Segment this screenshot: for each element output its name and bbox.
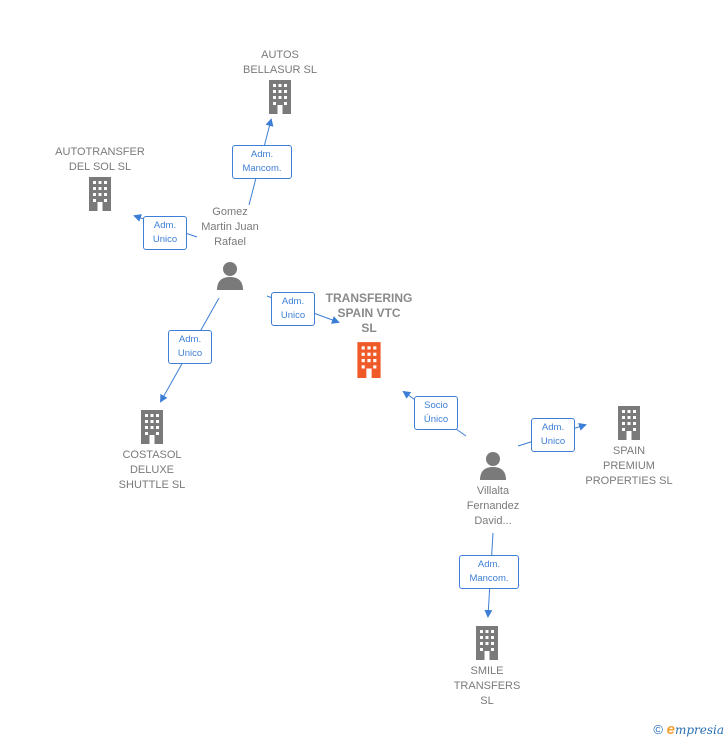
node-label: Villalta Fernandez David... bbox=[466, 485, 520, 527]
node-villalta[interactable]: Villalta Fernandez David... bbox=[443, 450, 543, 529]
building-icon bbox=[89, 177, 111, 211]
building-icon bbox=[141, 410, 163, 444]
node-autos-bellasur[interactable]: AUTOS BELLASUR SL bbox=[228, 48, 332, 114]
edge-label-adm-unico: Adm. Unico bbox=[143, 216, 187, 250]
node-costasol[interactable]: COSTASOL DELUXE SHUTTLE SL bbox=[100, 408, 204, 493]
node-label: COSTASOL DELUXE SHUTTLE SL bbox=[118, 449, 186, 491]
brand-logo-initial: e bbox=[666, 721, 675, 738]
edge-label-adm-unico: Adm. Unico bbox=[168, 330, 212, 364]
node-smile-transfers[interactable]: SMILE TRANSFERS SL bbox=[437, 624, 537, 709]
building-icon bbox=[618, 406, 640, 440]
node-label: Gomez Martin Juan Rafael bbox=[201, 206, 259, 248]
node-label: SMILE TRANSFERS SL bbox=[453, 665, 521, 707]
edge-label-socio-unico: Socio Único bbox=[414, 396, 458, 430]
node-gomez[interactable]: Gomez Martin Juan Rafael bbox=[180, 205, 280, 290]
person-icon bbox=[480, 452, 506, 480]
brand-logo-text: mpresia bbox=[674, 723, 724, 737]
edge-label-adm-mancom: Adm. Mancom. bbox=[232, 145, 292, 179]
node-transfering-spain-vtc[interactable]: TRANSFERING SPAIN VTC SL bbox=[314, 291, 424, 378]
node-label: AUTOS BELLASUR SL bbox=[243, 49, 317, 76]
copyright-footer: © empresia bbox=[653, 721, 724, 738]
node-spain-premium[interactable]: SPAIN PREMIUM PROPERTIES SL bbox=[574, 404, 684, 489]
node-label: AUTOTRANSFER DEL SOL SL bbox=[55, 146, 145, 173]
node-autotransfer[interactable]: AUTOTRANSFER DEL SOL SL bbox=[46, 145, 154, 211]
building-icon bbox=[269, 80, 291, 114]
edge-label-adm-unico: Adm. Unico bbox=[531, 418, 575, 452]
building-icon bbox=[357, 342, 381, 378]
edge-label-adm-unico: Adm. Unico bbox=[271, 292, 315, 326]
edge-label-adm-mancom: Adm. Mancom. bbox=[459, 555, 519, 589]
node-label: SPAIN PREMIUM PROPERTIES SL bbox=[585, 445, 673, 487]
person-icon bbox=[217, 262, 243, 290]
node-label: TRANSFERING SPAIN VTC SL bbox=[325, 291, 413, 335]
building-icon bbox=[476, 626, 498, 660]
copyright-icon: © bbox=[653, 722, 663, 737]
